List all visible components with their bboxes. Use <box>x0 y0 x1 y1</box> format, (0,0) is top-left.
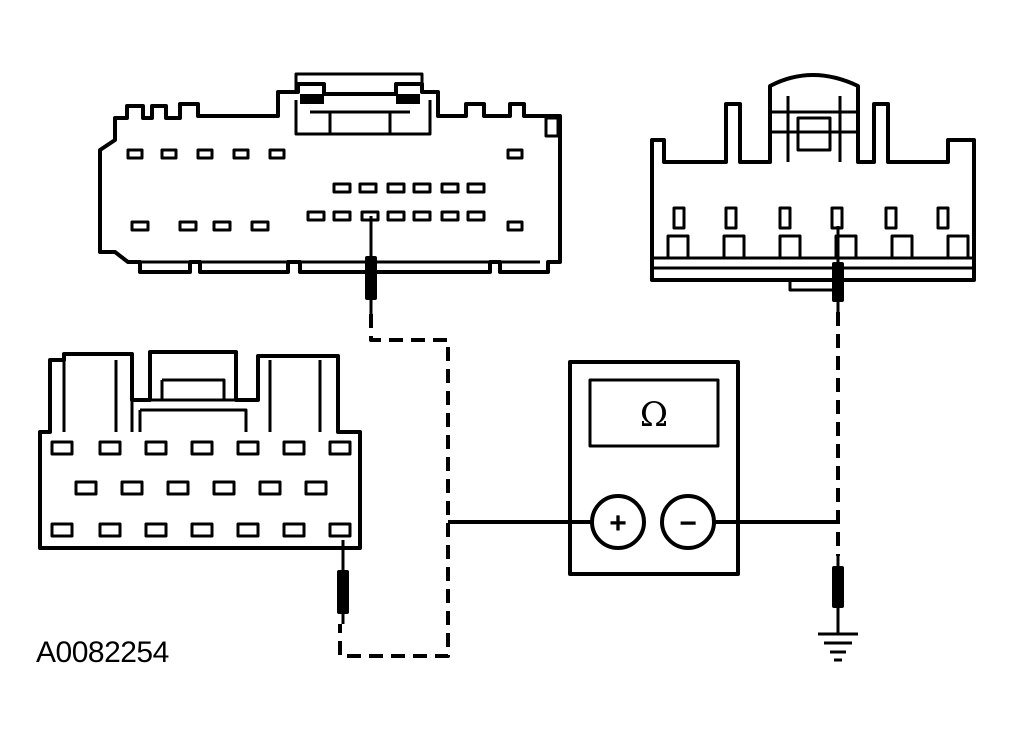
pin-cavity <box>98 522 122 538</box>
pin-cavity <box>212 480 236 496</box>
connector-b <box>650 73 976 292</box>
pin-cavity <box>328 522 352 538</box>
pin-cavity <box>440 210 460 222</box>
pin-cavity <box>130 220 150 232</box>
pin-cavity <box>672 206 686 230</box>
pin-cavity <box>328 440 352 456</box>
pin-cavity <box>74 480 98 496</box>
meter-display-symbol: Ω <box>640 395 668 435</box>
pin-cavity <box>160 148 178 160</box>
pin-cavity <box>332 210 352 222</box>
pin-cavity <box>386 210 406 222</box>
pin-cavity <box>466 182 486 194</box>
test-probe-icon <box>337 570 349 624</box>
pin-cavity <box>440 182 460 194</box>
pin-cavity <box>506 148 524 160</box>
pin-cavity <box>268 148 286 160</box>
connector-a-latch-tab-left <box>300 94 324 104</box>
positive-terminal <box>590 494 646 550</box>
pin-cavity <box>212 220 232 232</box>
pin-cavity <box>466 210 486 222</box>
pin-cavity <box>304 480 328 496</box>
connector-c-pins <box>50 440 352 538</box>
pin-cavity <box>232 148 250 160</box>
pin-cavity <box>196 148 214 160</box>
pin-cavity <box>236 522 260 538</box>
pin-cavity <box>358 182 378 194</box>
pin-cavity <box>120 480 144 496</box>
pin-cavity <box>506 220 524 232</box>
connector-c <box>38 350 362 570</box>
connector-b-pins <box>672 206 950 230</box>
connector-a-latch-tab-right <box>396 94 420 104</box>
test-probe-icon <box>832 262 844 312</box>
connector-a-pins <box>126 148 524 232</box>
pin-cavity <box>258 480 282 496</box>
pin-cavity <box>412 210 432 222</box>
pin-cavity <box>282 522 306 538</box>
figure-reference-code: A0082254 <box>36 636 169 669</box>
positive-terminal-label: + <box>609 507 627 540</box>
pin-cavity <box>50 522 74 538</box>
ground-symbol-icon <box>818 632 858 662</box>
pin-cavity <box>190 440 214 456</box>
pin-cavity <box>144 440 168 456</box>
pin-cavity <box>386 182 406 194</box>
pin-cavity <box>306 210 326 222</box>
connector-b-rail <box>652 256 974 292</box>
pin-cavity <box>236 440 260 456</box>
pin-cavity <box>936 206 950 230</box>
pin-cavity <box>190 522 214 538</box>
pin-cavity <box>98 440 122 456</box>
pin-cavity <box>830 206 844 230</box>
connector-c-latch <box>62 360 322 432</box>
connector-a-body <box>98 82 562 274</box>
pin-cavity <box>166 480 190 496</box>
connector-b-teeth <box>666 234 970 258</box>
pin-cavity <box>332 182 352 194</box>
pin-cavity <box>144 522 168 538</box>
pin-cavity <box>724 206 738 230</box>
pin-cavity <box>282 440 306 456</box>
connector-a-latch <box>294 72 432 136</box>
pin-cavity <box>50 440 74 456</box>
connector-b-body <box>650 73 976 282</box>
pin-cavity <box>178 220 198 232</box>
meter-body <box>568 360 740 576</box>
test-probe-icon <box>832 556 844 634</box>
ohmmeter-icon: Ω + − <box>568 360 740 576</box>
negative-terminal-label: − <box>679 507 697 540</box>
pin-cavity <box>250 220 270 232</box>
connector-a <box>98 72 562 274</box>
negative-terminal <box>660 494 716 550</box>
connector-a-notch <box>544 116 560 138</box>
test-probe-icon <box>365 256 377 314</box>
pin-cavity <box>412 182 432 194</box>
connector-b-latch <box>770 96 858 162</box>
dashed-lead-a <box>338 314 450 658</box>
meter-display <box>588 378 720 448</box>
pin-cavity <box>778 206 792 230</box>
pin-cavity <box>884 206 898 230</box>
pin-cavity <box>126 148 144 160</box>
